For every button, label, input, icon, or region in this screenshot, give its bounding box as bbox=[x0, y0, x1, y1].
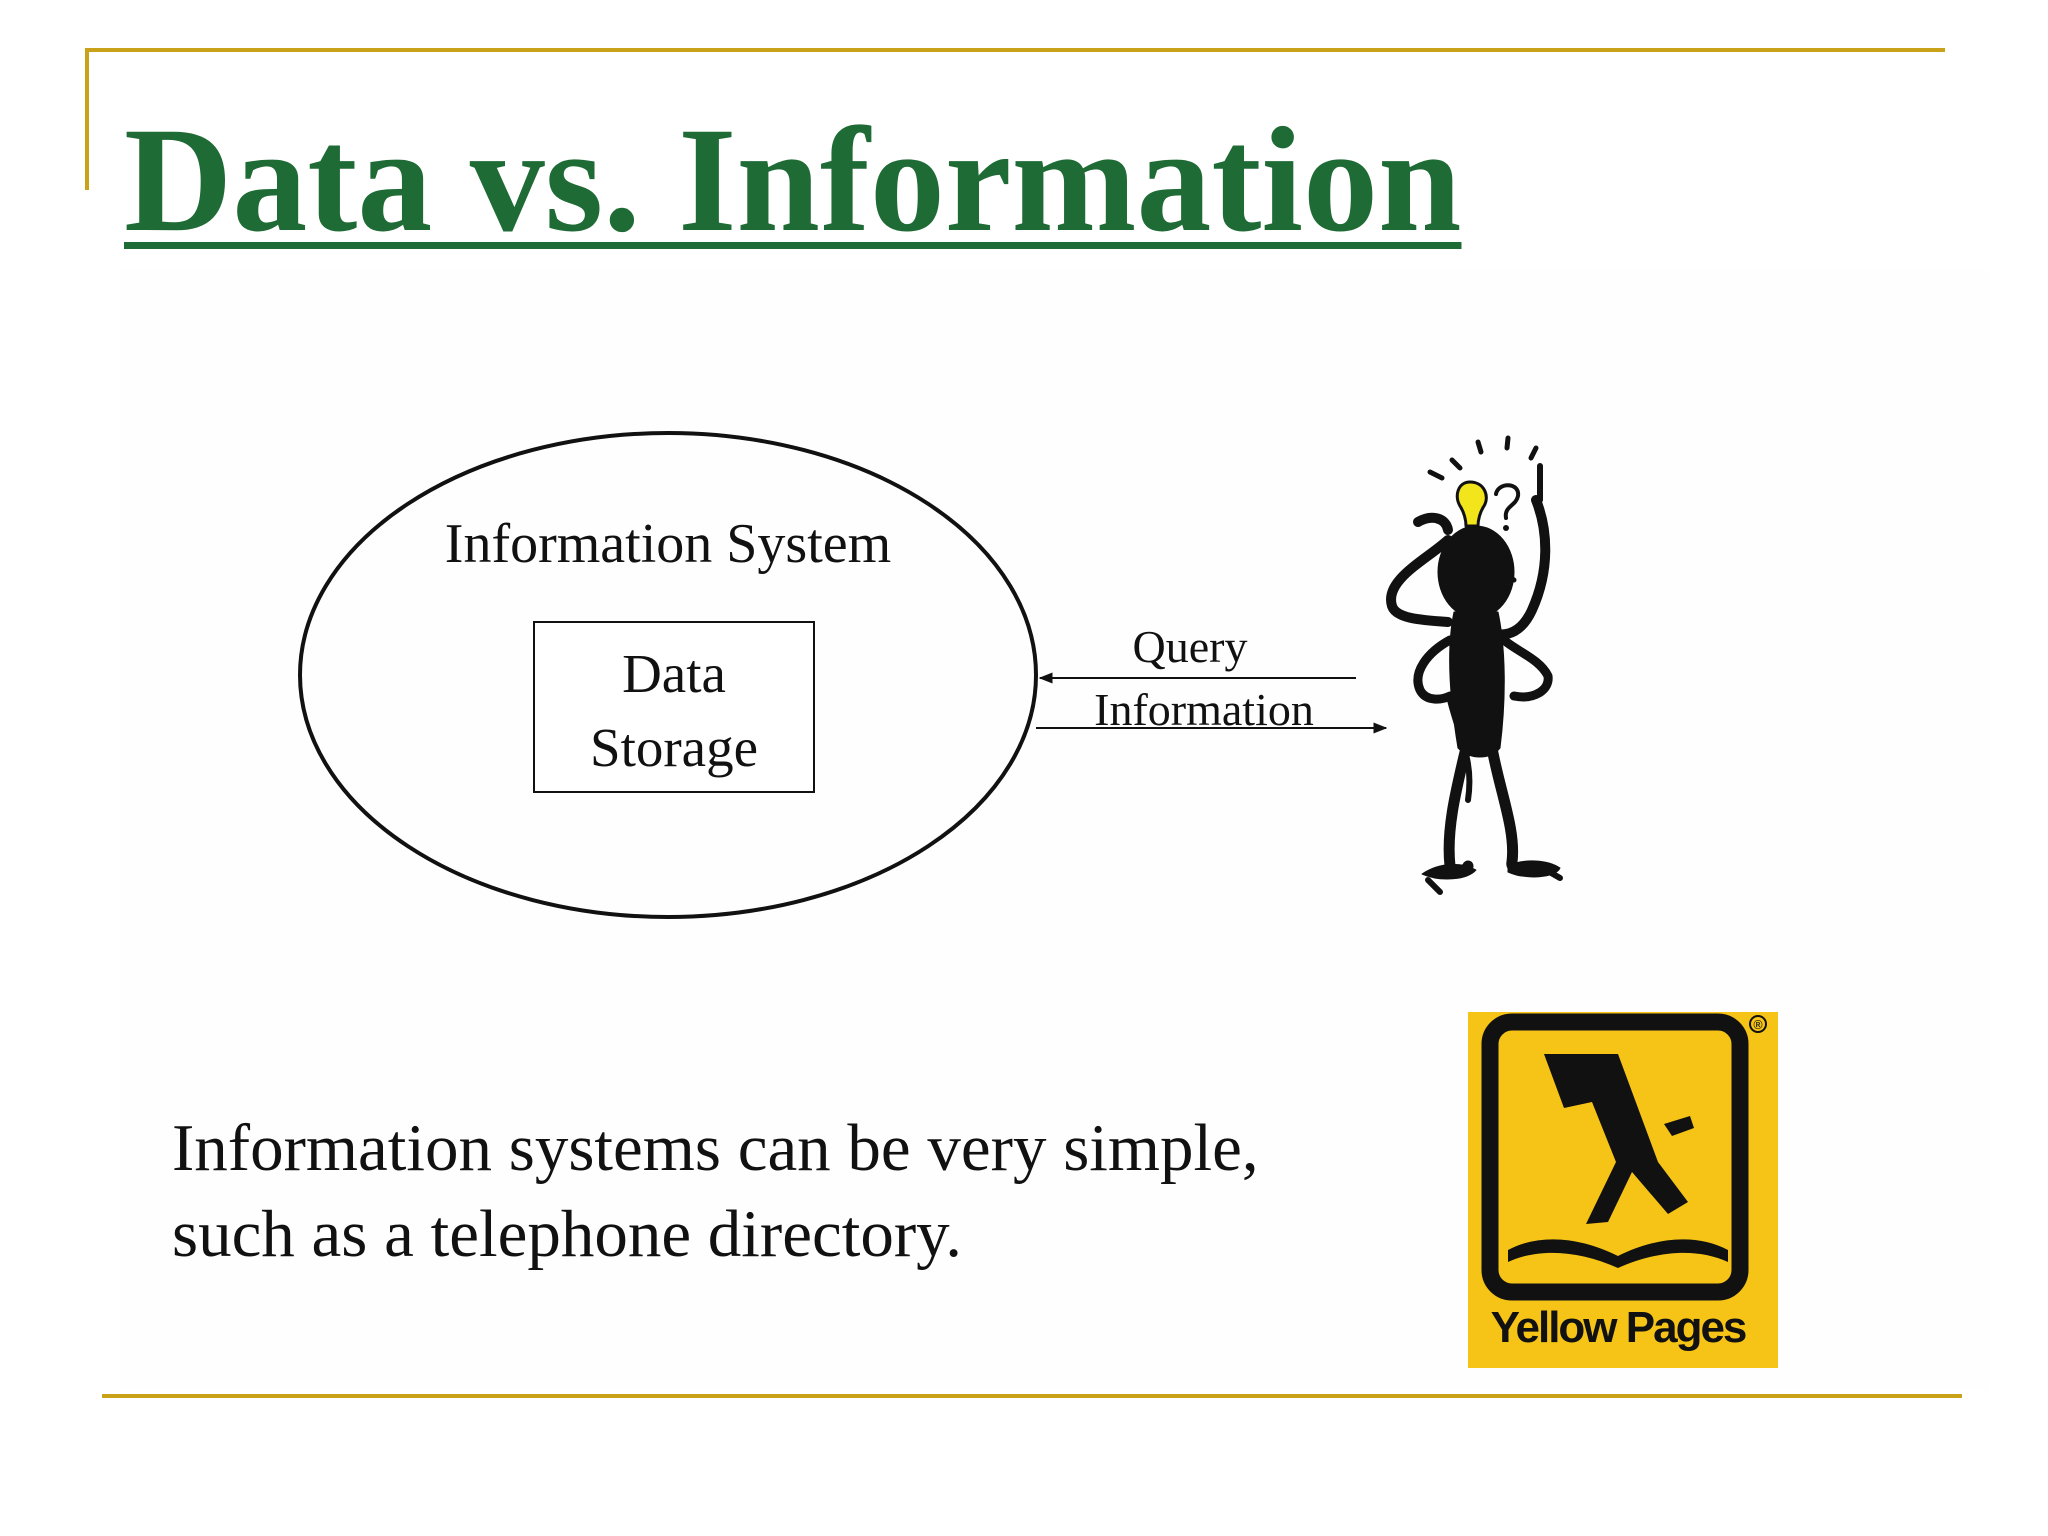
bottom-rule bbox=[102, 1394, 1962, 1398]
slide-title: Data vs. Information bbox=[124, 97, 1462, 263]
yellow-pages-logo-text: Yellow Pages bbox=[1491, 1303, 1746, 1352]
thinking-person-icon bbox=[1386, 435, 1563, 895]
information-label: Information bbox=[1094, 684, 1314, 735]
caption-line-1: Information systems can be very simple, bbox=[172, 1111, 1259, 1185]
caption-line-2: such as a telephone directory. bbox=[172, 1197, 963, 1271]
top-rule bbox=[85, 48, 1945, 52]
yellow-pages-logo: ® Yellow Pages bbox=[1468, 1012, 1778, 1368]
left-rule bbox=[85, 48, 89, 190]
query-label: Query bbox=[1133, 621, 1248, 672]
data-storage-label-line1: Data bbox=[622, 643, 726, 704]
data-storage-box bbox=[533, 621, 815, 793]
information-system-label: Information System bbox=[445, 513, 891, 575]
information-system-ellipse bbox=[298, 431, 1038, 919]
registered-mark: ® bbox=[1752, 1018, 1764, 1032]
data-storage-label-line2: Storage bbox=[590, 717, 758, 778]
caption: Information systems can be very simple, … bbox=[172, 1105, 1259, 1277]
